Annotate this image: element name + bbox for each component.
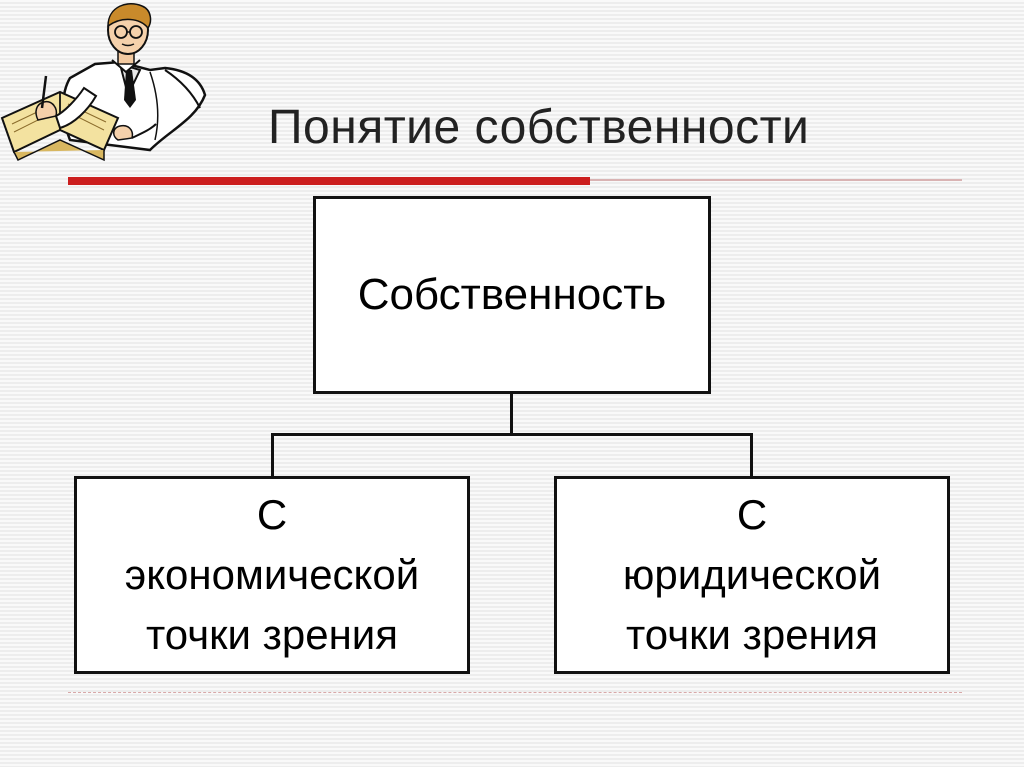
diagram-child-legal-box: С юридической точки зрения [554, 476, 950, 674]
connector-right [750, 433, 753, 476]
scholar-writing-icon [0, 3, 207, 162]
connector-bar [271, 433, 753, 436]
economic-label-line-2: экономической [124, 551, 420, 598]
economic-label-line-3: точки зрения [146, 611, 398, 658]
slide-title: Понятие собственности [268, 101, 810, 154]
legal-label-line-3: точки зрения [626, 611, 878, 658]
diagram-root-box: Собственность [313, 196, 711, 394]
legal-label-line-2: юридической [622, 551, 882, 598]
title-underline-accent [68, 177, 590, 185]
connector-stem [510, 394, 513, 434]
legal-label-line-1: С [736, 491, 768, 538]
diagram-child-economic-box: С экономической точки зрения [74, 476, 470, 674]
title-underline-thin [590, 179, 962, 181]
bottom-divider [68, 692, 962, 693]
economic-label-line-1: С [256, 491, 288, 538]
connector-left [271, 433, 274, 476]
diagram-root-label: Собственность [357, 270, 667, 319]
